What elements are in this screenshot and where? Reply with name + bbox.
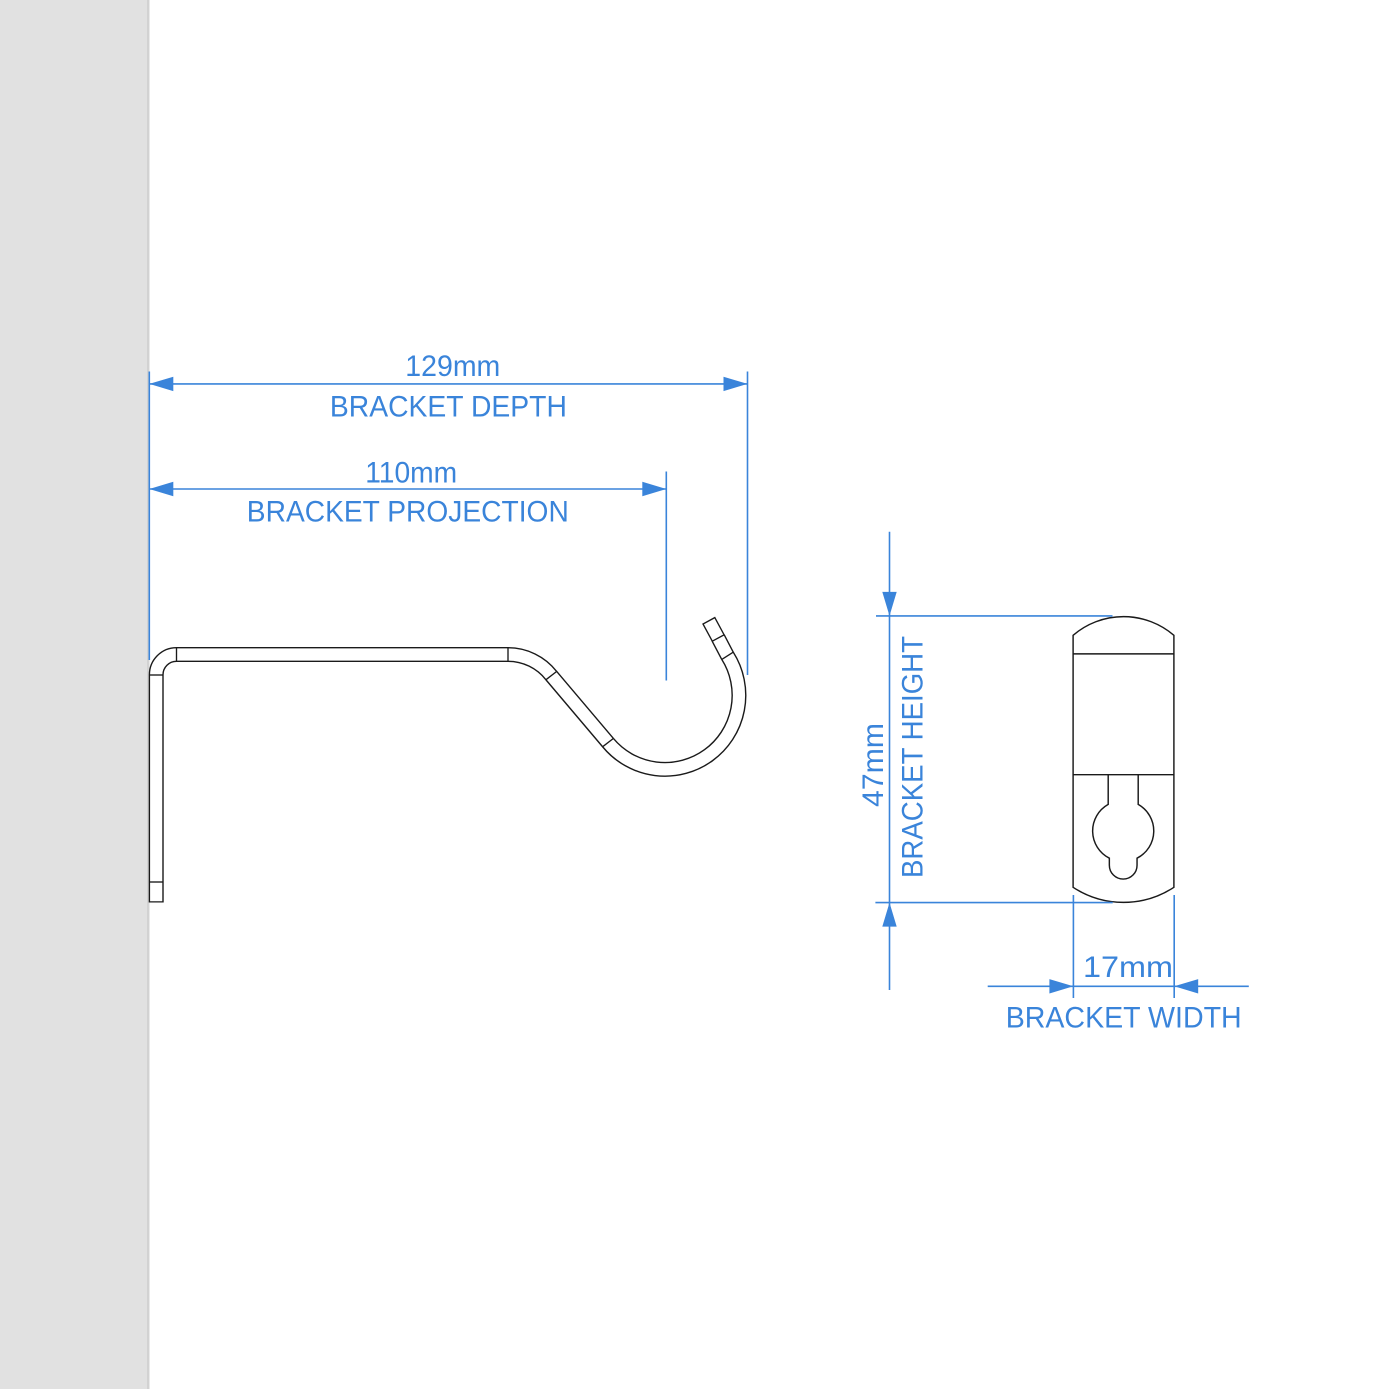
svg-text:BRACKET DEPTH: BRACKET DEPTH [330, 390, 567, 423]
svg-text:17mm: 17mm [1083, 951, 1173, 984]
svg-text:47mm: 47mm [857, 723, 890, 807]
svg-text:BRACKET PROJECTION: BRACKET PROJECTION [247, 496, 569, 529]
svg-text:BRACKET HEIGHT: BRACKET HEIGHT [896, 636, 929, 878]
svg-text:129mm: 129mm [405, 350, 500, 383]
svg-text:BRACKET WIDTH: BRACKET WIDTH [1006, 1002, 1242, 1035]
svg-text:110mm: 110mm [365, 456, 457, 489]
